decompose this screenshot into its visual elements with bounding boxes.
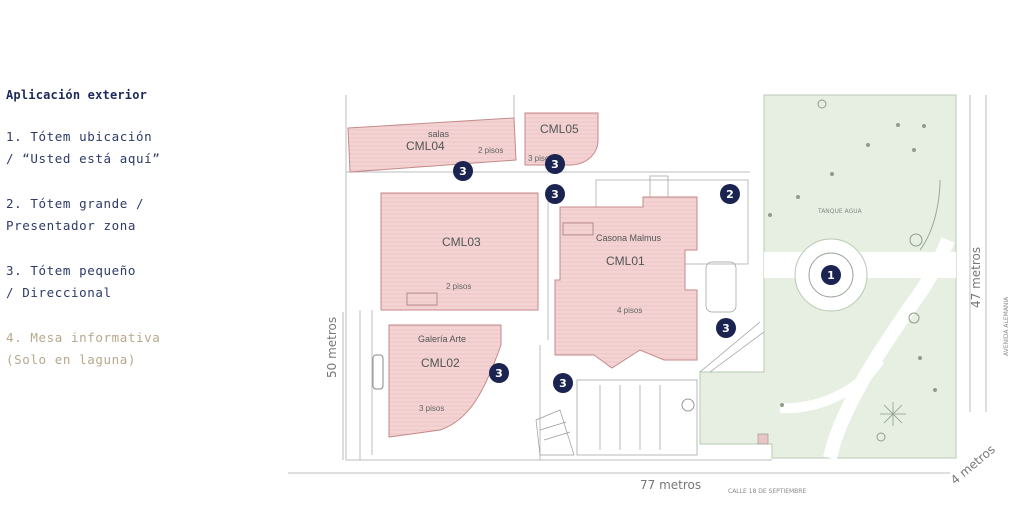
legend-item-line: 3. Tótem pequeño [6, 263, 137, 278]
building-floors: 2 pisos [446, 282, 471, 291]
building-cml01[interactable]: Casona Malmus CML01 4 pisos [554, 196, 698, 369]
legend-item-totem-ubicacion: 1. Tótem ubicación / “Usted está aquí” [6, 126, 286, 170]
legend-item-line: Presentador zona [6, 218, 137, 233]
building-cml04[interactable]: salas CML04 2 pisos [347, 117, 517, 173]
park-area: TANQUE AGUA [681, 94, 957, 460]
building-name: CML05 [540, 122, 579, 136]
accessible-restroom-icon [562, 222, 594, 236]
building-sub: Casona Malmus [596, 233, 662, 243]
legend-item-totem-pequeno: 3. Tótem pequeño / Direccional [6, 260, 286, 304]
legend-item-mesa-informativa: 4. Mesa informativa (Solo en laguna) [6, 327, 286, 371]
marker-number: 2 [726, 188, 734, 201]
building-cml03[interactable]: CML03 2 pisos [380, 192, 539, 311]
dimension-width: 77 metros [640, 478, 701, 492]
building-floors: 3 pisos [528, 154, 553, 163]
legend-item-totem-grande: 2. Tótem grande / Presentador zona [6, 193, 286, 237]
totem-marker-3[interactable]: 3 [545, 184, 565, 204]
legend-heading: Aplicación exterior [6, 88, 148, 102]
car-icon [372, 354, 384, 390]
marker-number: 3 [559, 377, 567, 390]
totem-marker-3[interactable]: 3 [489, 363, 509, 383]
marker-number: 1 [827, 269, 835, 282]
building-name: CML01 [606, 254, 645, 268]
courtyard-details [535, 175, 769, 456]
legend-item-line: 4. Mesa informativa [6, 330, 161, 345]
park-label: TANQUE AGUA [817, 208, 863, 215]
marker-number: 3 [459, 165, 467, 178]
building-name: CML04 [406, 139, 445, 153]
street-right: AVENIDA ALEMANIA [1003, 296, 1010, 356]
accessible-restroom-icon [406, 292, 438, 306]
street-bottom: CALLE 18 DE SEPTIEMBRE [728, 488, 806, 495]
legend-item-line: / “Usted está aquí” [6, 151, 161, 166]
avenue-edge [969, 95, 987, 412]
dimension-right-height: 47 metros [969, 247, 983, 308]
totem-marker-3[interactable]: 3 [716, 318, 736, 338]
building-name: CML03 [442, 235, 481, 249]
legend-item-line: (Solo en laguna) [6, 352, 137, 367]
marker-number: 3 [551, 158, 559, 171]
totem-marker-2[interactable]: 2 [720, 184, 740, 204]
building-cml05[interactable]: CML05 3 pisos [524, 112, 599, 166]
building-sub: Galería Arte [418, 334, 466, 344]
legend-item-line: / Direccional [6, 285, 112, 300]
building-floors: 2 pisos [478, 146, 503, 155]
totem-marker-3[interactable]: 3 [453, 161, 473, 181]
totem-marker-3[interactable]: 3 [553, 373, 573, 393]
dimension-lines [288, 312, 950, 474]
legend-item-line: 2. Tótem grande / [6, 196, 145, 211]
building-sub: salas [428, 129, 450, 139]
building-name: CML02 [421, 356, 460, 370]
building-floors: 4 pisos [617, 306, 642, 315]
marker-number: 3 [722, 322, 730, 335]
totem-marker-1[interactable]: 1 [821, 265, 841, 285]
legend-panel: Aplicación exterior 1. Tótem ubicación /… [6, 88, 286, 394]
building-floors: 3 pisos [419, 404, 444, 413]
marker-number: 3 [495, 367, 503, 380]
dimension-height: 50 metros [325, 317, 339, 378]
legend-item-line: 1. Tótem ubicación [6, 129, 153, 144]
building-cml02[interactable]: Galería Arte CML02 3 pisos [388, 324, 502, 438]
marker-number: 3 [551, 188, 559, 201]
totem-marker-3[interactable]: 3 [545, 154, 565, 174]
